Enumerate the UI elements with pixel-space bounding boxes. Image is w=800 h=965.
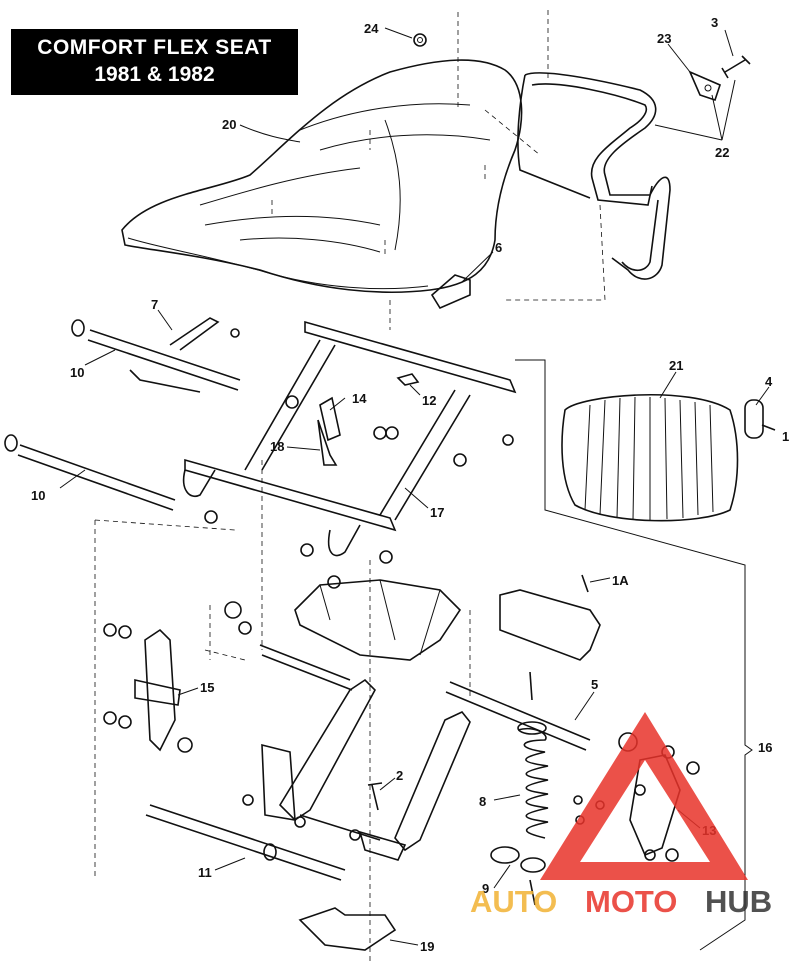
- rod-part-10-lower: [4, 434, 176, 511]
- spring-part-8: [517, 721, 549, 839]
- callout-22: 22: [715, 145, 729, 160]
- watermark-text-auto: AUTO: [470, 884, 557, 919]
- seat-part-20: [121, 59, 523, 293]
- callout-3: 3: [711, 15, 718, 30]
- callout-14: 14: [352, 391, 367, 406]
- callout-17: 17: [430, 505, 444, 520]
- bracket-part-23: [688, 70, 721, 102]
- upper-frame-part-17: [182, 320, 517, 557]
- callout-24: 24: [364, 21, 379, 36]
- callout-4: 4: [765, 374, 773, 389]
- bushings-upper: [204, 328, 514, 589]
- bracket-part-6: [430, 274, 471, 310]
- group-bracket-16: [515, 359, 753, 951]
- callout-16: 16: [758, 740, 772, 755]
- callout-19: 19: [420, 939, 434, 954]
- rod-part-7: [129, 317, 220, 393]
- leader-lines: [59, 27, 770, 946]
- bolt-part-2: [367, 782, 383, 811]
- callout-21: 21: [669, 358, 683, 373]
- callout-11: 11: [198, 865, 212, 880]
- plate-part-19: [298, 907, 397, 951]
- callout-23: 23: [657, 31, 671, 46]
- callout-1: 1: [782, 429, 789, 444]
- nut-part-24: [413, 33, 427, 47]
- bolt-part-3: [721, 55, 751, 79]
- link-part-15: [103, 623, 193, 753]
- alignment-lines: [94, 10, 549, 965]
- bracket-part-1a: [499, 574, 601, 661]
- diagram-title-box: COMFORT FLEX SEAT 1981 & 1982: [11, 29, 298, 95]
- callout-20: 20: [222, 117, 236, 132]
- callout-7: 7: [151, 297, 158, 312]
- sissy-bar-part-22: [484, 72, 671, 301]
- plate-part-4: [744, 399, 764, 439]
- watermark-text-hub: HUB: [705, 884, 772, 919]
- callout-15: 15: [200, 680, 214, 695]
- clip-part-12: [396, 373, 420, 386]
- callout-10-lower: 10: [31, 488, 45, 503]
- backrest-part-21: [561, 393, 739, 522]
- watermark-logo: AUTO MOTO HUB: [470, 712, 772, 919]
- title-line-1: COMFORT FLEX SEAT: [37, 36, 272, 59]
- callout-2: 2: [396, 768, 403, 783]
- rod-part-11: [145, 804, 346, 881]
- middle-frame: [224, 579, 462, 691]
- callout-9: 9: [482, 881, 489, 896]
- bracket-part-18: [317, 419, 338, 466]
- cup-part-9: [490, 846, 546, 906]
- callout-labels: 24 3 23 22 20 6 7 10 10 14 12 18 17 21 4…: [31, 15, 789, 954]
- lower-frame: [242, 678, 471, 861]
- callout-5: 5: [591, 677, 598, 692]
- watermark-triangle-icon: [540, 712, 748, 880]
- rod-part-5: [445, 671, 591, 751]
- title-line-2: 1981 & 1982: [94, 63, 215, 86]
- rod-part-10-upper: [71, 319, 241, 391]
- callout-18: 18: [270, 439, 284, 454]
- bracket-part-14: [319, 396, 341, 442]
- watermark-text-moto: MOTO: [585, 884, 677, 919]
- callout-1a: 1A: [612, 573, 629, 588]
- screw-part-1: [761, 424, 776, 431]
- callout-12: 12: [422, 393, 436, 408]
- callout-6: 6: [495, 240, 502, 255]
- callout-8: 8: [479, 794, 486, 809]
- callout-10-upper: 10: [70, 365, 84, 380]
